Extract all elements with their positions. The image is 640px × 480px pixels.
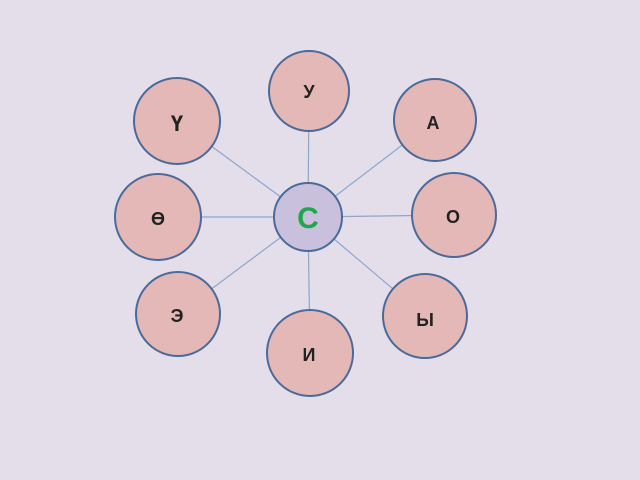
center-node-label: С	[297, 202, 319, 235]
node-a: А	[393, 78, 477, 162]
center-node: С	[273, 182, 343, 252]
node-y-hard-label: Ы	[416, 310, 434, 330]
node-e: Э	[135, 271, 221, 357]
node-u-label: У	[303, 82, 315, 102]
node-u-straight-label: Ү	[171, 111, 184, 136]
node-u-straight: Ү	[133, 77, 221, 165]
node-o-label: О	[446, 207, 460, 227]
node-y-hard: Ы	[382, 273, 468, 359]
node-e-label: Э	[171, 306, 184, 326]
node-o-barred-label: Ө	[151, 209, 165, 229]
node-o: О	[411, 172, 497, 258]
node-u: У	[268, 50, 350, 132]
node-i-label: И	[303, 345, 316, 365]
node-o-barred: Ө	[114, 173, 202, 261]
node-i: И	[266, 309, 354, 397]
node-a-label: А	[427, 113, 440, 133]
